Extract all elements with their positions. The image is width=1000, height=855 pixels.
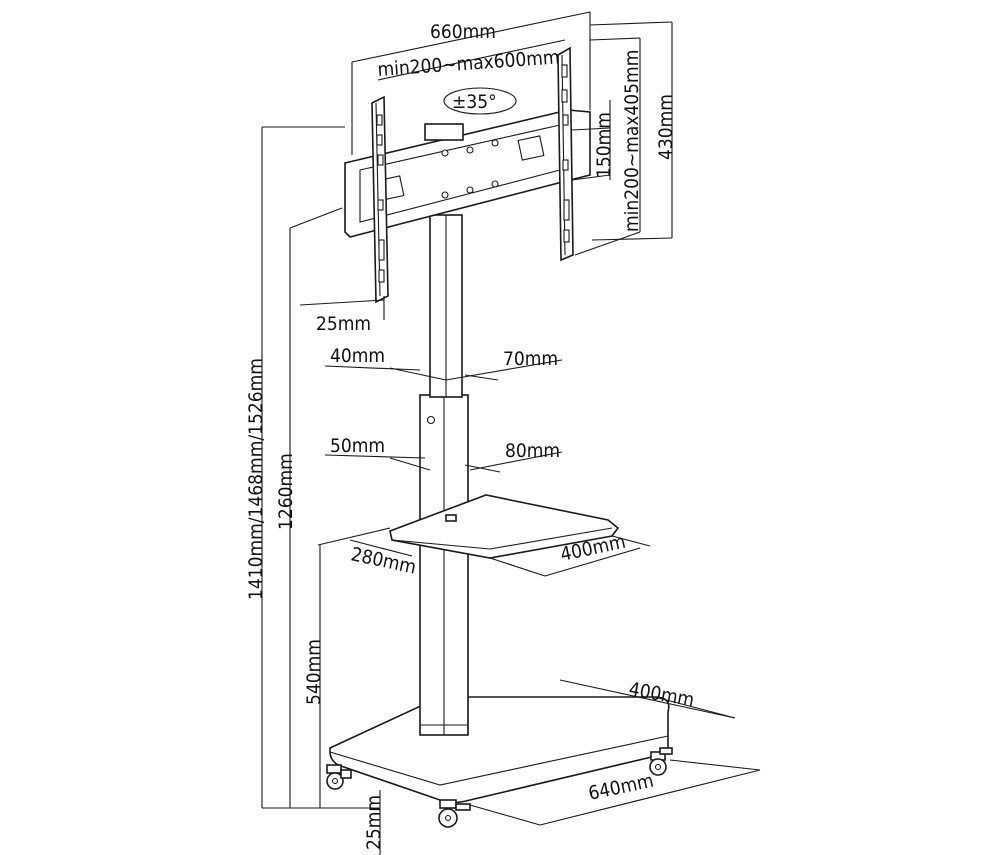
glass-shelf	[389, 494, 620, 559]
label-lower-pole-width: 80mm	[505, 440, 560, 462]
label-base-clearance: 25mm	[363, 795, 385, 850]
label-bracket-depth: 25mm	[316, 313, 371, 335]
label-plate-width: 660mm	[430, 21, 496, 43]
label-arm-spacing: 150mm	[593, 112, 615, 178]
label-bracket-height: 1260mm	[275, 453, 297, 530]
label-vesa-vertical: min200~max405mm	[621, 50, 643, 232]
label-upper-pole-depth: 40mm	[330, 345, 385, 367]
right-mounting-arm	[557, 46, 574, 262]
label-upper-pole-width: 70mm	[503, 348, 558, 370]
caster-front-center	[438, 799, 471, 828]
label-shelf-height: 540mm	[303, 639, 325, 705]
label-total-height: 1410mm/1468mm/1526mm	[245, 358, 267, 600]
dimension-lines	[261, 11, 761, 855]
label-base-width: 640mm	[586, 770, 655, 805]
lower-pole	[419, 394, 469, 736]
caster-rear-right	[649, 747, 673, 776]
left-mounting-arm	[371, 95, 389, 304]
caster-front-left	[326, 764, 352, 790]
label-plate-height: 430mm	[655, 94, 677, 160]
label-tilt-angle: ±35°	[452, 91, 497, 113]
upper-pole	[429, 214, 463, 398]
label-lower-pole-depth: 50mm	[330, 435, 385, 457]
